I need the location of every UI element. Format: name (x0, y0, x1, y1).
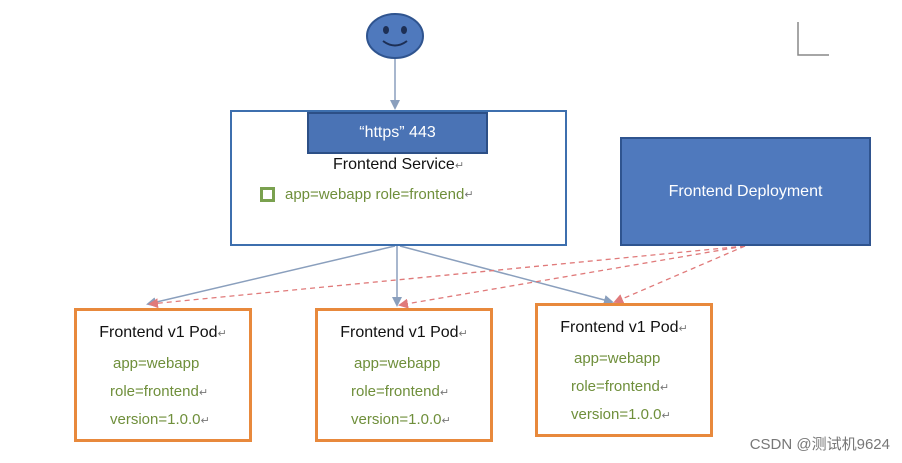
deployment-to-pod3-arrow (613, 245, 746, 304)
frontend-deployment-box: Frontend Deployment (620, 137, 871, 246)
pod-app-label: app=webapp (574, 350, 661, 367)
https-port-tab: “https” 443 (307, 112, 488, 154)
selector-square-icon (260, 187, 275, 202)
deployment-to-pod1-arrow (148, 245, 746, 309)
pod-app-label: app=webapp (354, 355, 441, 372)
selector-text: app=webapp role=frontend (285, 186, 465, 203)
pod-role-label: role=frontend↵ (571, 378, 670, 395)
frontend-service-box: “https” 443 Frontend Service↵ app=webapp… (230, 110, 567, 246)
pod-version-label: version=1.0.0↵ (110, 411, 210, 428)
pod-role-label: role=frontend↵ (110, 383, 209, 400)
pod-box-1: Frontend v1 Pod↵ app=webapp role=fronten… (74, 308, 252, 442)
deployment-to-pod2-arrow (398, 245, 746, 309)
pod-title: Frontend v1 Pod↵ (340, 324, 468, 341)
pod-box-2: Frontend v1 Pod↵ app=webapp role=fronten… (315, 308, 493, 442)
pod-box-3: Frontend v1 Pod↵ app=webapp role=fronten… (535, 303, 713, 437)
deployment-title: Frontend Deployment (668, 182, 823, 200)
csdn-watermark: CSDN @测试机9624 (749, 436, 890, 453)
smiley-face-icon (365, 12, 425, 65)
service-selector: app=webapp role=frontend↵ (260, 186, 474, 203)
pod-version-label: version=1.0.0↵ (351, 411, 451, 428)
pod-app-label: app=webapp (113, 355, 200, 372)
service-to-pod1-arrow (146, 245, 396, 308)
pod-title: Frontend v1 Pod↵ (99, 324, 227, 341)
pod-version-label: version=1.0.0↵ (571, 406, 671, 423)
pod-title: Frontend v1 Pod↵ (560, 319, 688, 336)
pod-role-label: role=frontend↵ (351, 383, 450, 400)
corner-bracket-icon (797, 22, 829, 56)
service-title: Frontend Service↵ (332, 156, 465, 173)
service-to-pod3-arrow (399, 245, 614, 305)
